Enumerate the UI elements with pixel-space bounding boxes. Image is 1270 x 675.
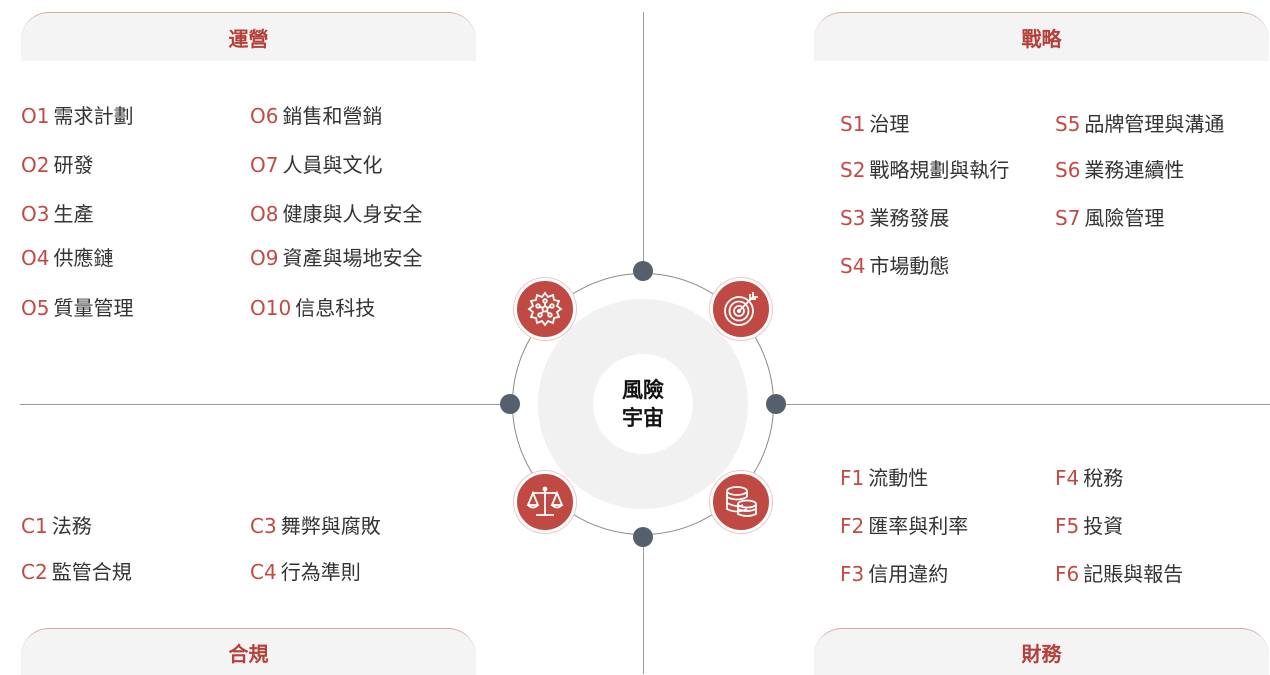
axis-horizontal-right bbox=[778, 404, 1270, 405]
operations-header: 運營 bbox=[21, 12, 476, 61]
node-dot-top bbox=[633, 261, 653, 281]
risk-universe-center: 風險 宇宙 bbox=[593, 354, 693, 454]
axis-horizontal-left bbox=[20, 404, 510, 405]
axis-vertical-top bbox=[643, 12, 644, 270]
center-title-line2: 宇宙 bbox=[622, 406, 664, 430]
axis-vertical-bottom bbox=[643, 538, 644, 674]
finance-header: 財務 bbox=[814, 628, 1269, 675]
scales-icon bbox=[514, 471, 576, 533]
target-arrow-icon bbox=[710, 278, 772, 340]
node-dot-right bbox=[766, 394, 786, 414]
node-dot-bottom bbox=[633, 527, 653, 547]
gear-network-icon bbox=[514, 278, 576, 340]
compliance-header: 合規 bbox=[21, 628, 476, 675]
node-dot-left bbox=[500, 394, 520, 414]
strategy-header: 戰略 bbox=[814, 12, 1269, 61]
center-title-line1: 風險 bbox=[622, 378, 664, 402]
coins-stack-icon bbox=[710, 471, 772, 533]
